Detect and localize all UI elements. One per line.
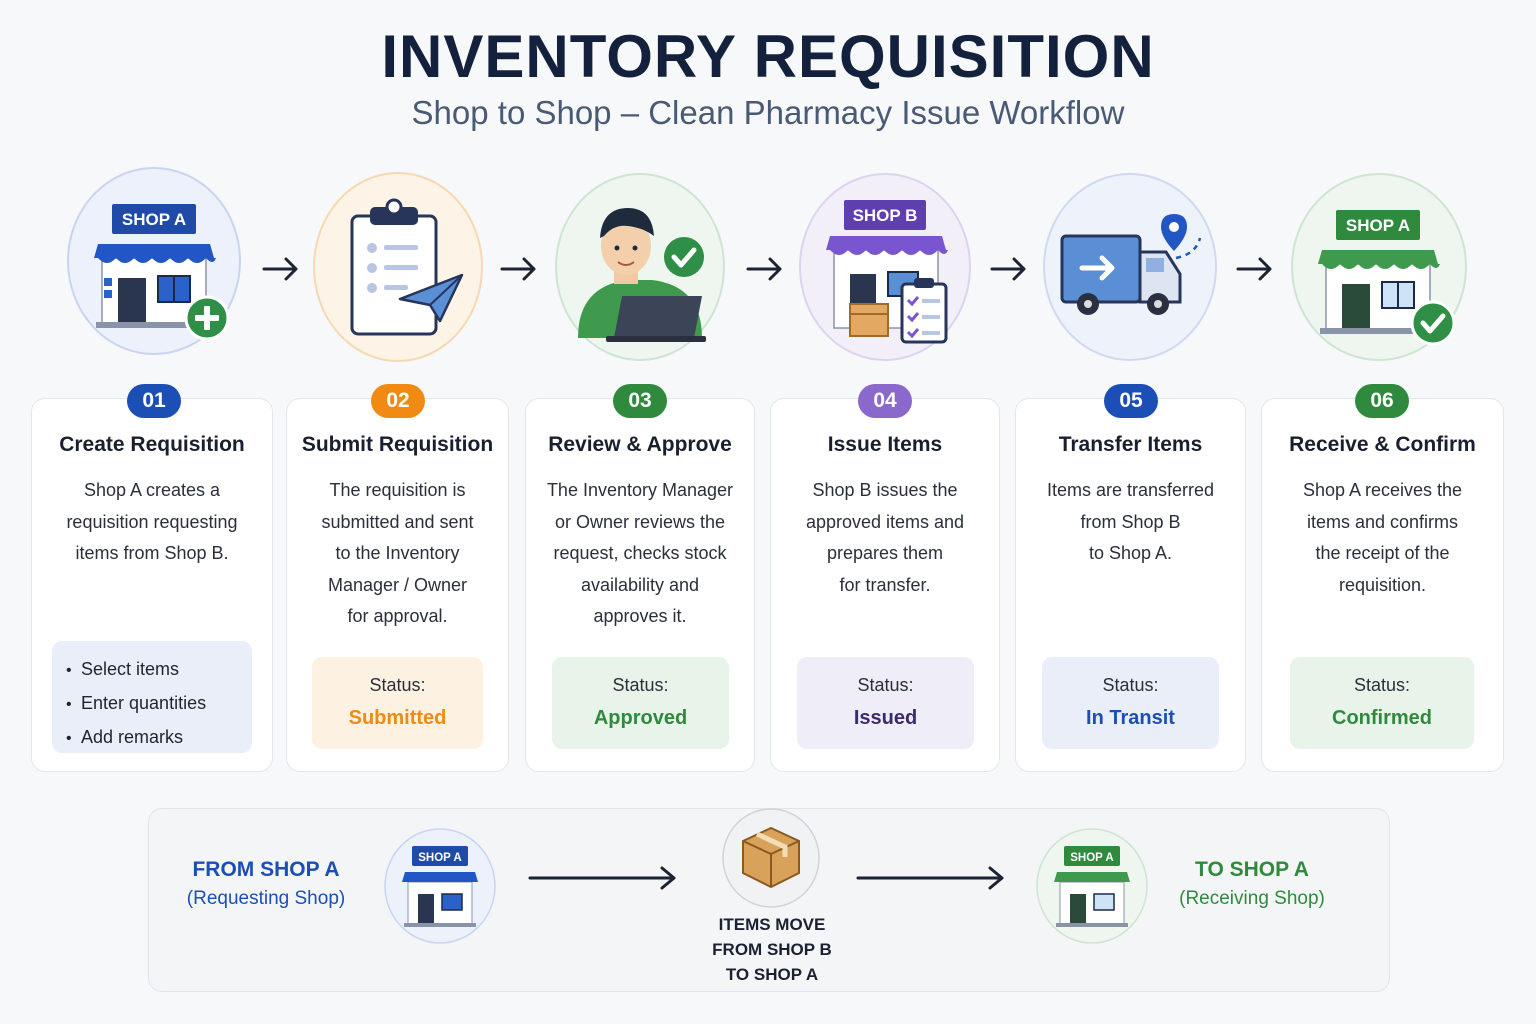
arrow-right-icon xyxy=(990,257,1026,281)
status-badge: Status: In Transit xyxy=(1042,657,1219,749)
shop-confirm-icon: SHOP A xyxy=(1291,173,1467,361)
status-label: Status: xyxy=(369,675,426,695)
step-card-submit-requisition: Submit Requisition The requisition is su… xyxy=(286,398,509,772)
page-subtitle: Shop to Shop – Clean Pharmacy Issue Work… xyxy=(411,94,1125,131)
step-card-transfer-items: Transfer Items Items are transferred fro… xyxy=(1015,398,1246,772)
from-shop-label: FROM SHOP A (Requesting Shop) xyxy=(170,858,362,910)
step-title: Submit Requisition xyxy=(301,433,494,456)
items-move-label: ITEMS MOVE FROM SHOP B TO SHOP A xyxy=(712,915,832,984)
status-badge: Status: Approved xyxy=(552,657,729,749)
step-title: Create Requisition xyxy=(59,433,245,456)
checklist-item: Select items xyxy=(66,653,252,687)
status-value: Submitted xyxy=(348,707,447,729)
step-3-illustration xyxy=(554,172,726,362)
shop-sign-text: SHOP A xyxy=(1346,216,1410,235)
shop-sign-text: SHOP A xyxy=(1070,852,1113,864)
arrow-right-icon xyxy=(262,257,298,281)
step-number-badge: 06 xyxy=(1355,384,1409,418)
arrow-right-icon xyxy=(500,257,536,281)
status-badge: Status: Confirmed xyxy=(1290,657,1474,749)
manager-laptop-icon xyxy=(555,173,725,361)
step-checklist: Select items Enter quantities Add remark… xyxy=(52,641,252,753)
step-title: Review & Approve xyxy=(548,433,732,456)
step-description: Shop A receives the items and confirms t… xyxy=(1302,480,1463,595)
arrow-right-icon xyxy=(856,866,1004,890)
shop-sign-text: SHOP B xyxy=(853,206,918,225)
step-1-illustration: SHOP A xyxy=(66,166,242,356)
step-number-badge: 04 xyxy=(858,384,912,418)
to-shop-label: TO SHOP A (Receiving Shop) xyxy=(1164,858,1340,910)
step-number-badge: 05 xyxy=(1104,384,1158,418)
status-label: Status: xyxy=(1102,675,1159,695)
step-number-badge: 01 xyxy=(127,384,181,418)
checklist-item: Add remarks xyxy=(66,721,252,755)
page-title: INVENTORY REQUISITION xyxy=(381,23,1155,90)
arrow-right-icon xyxy=(746,257,782,281)
status-value: In Transit xyxy=(1086,707,1175,729)
step-title: Receive & Confirm xyxy=(1289,433,1476,456)
to-shop-icon: SHOP A xyxy=(1036,828,1148,944)
to-shop-title: TO SHOP A xyxy=(1195,858,1309,881)
status-value: Issued xyxy=(853,707,918,729)
shop-sign-text: SHOP A xyxy=(418,852,461,864)
step-2-illustration xyxy=(312,171,484,363)
step-card-receive-confirm: Receive & Confirm Shop A receives the it… xyxy=(1261,398,1504,772)
shop-add-icon: SHOP A xyxy=(67,167,241,355)
step-description: The Inventory Manager or Owner reviews t… xyxy=(546,480,734,626)
status-value: Confirmed xyxy=(1332,707,1432,729)
step-card-issue-items: Issue Items Shop B issues the approved i… xyxy=(770,398,1000,772)
step-description: Shop B issues the approved items and pre… xyxy=(805,480,965,595)
step-description: Items are transferred from Shop B to Sho… xyxy=(1046,480,1215,563)
arrow-right-icon xyxy=(1236,257,1272,281)
status-label: Status: xyxy=(857,675,914,695)
step-card-create-requisition: Create Requisition Shop A creates a requ… xyxy=(31,398,273,772)
shop-issue-icon: SHOP B xyxy=(799,173,971,361)
arrow-right-icon xyxy=(528,866,676,890)
step-title: Transfer Items xyxy=(1058,433,1203,456)
step-description: Shop A creates a requisition requesting … xyxy=(66,480,238,563)
from-shop-icon: SHOP A xyxy=(384,828,496,944)
step-number-badge: 03 xyxy=(613,384,667,418)
step-card-review-approve: Review & Approve The Inventory Manager o… xyxy=(525,398,755,772)
step-title: Issue Items xyxy=(827,433,943,456)
from-shop-subtitle: (Requesting Shop) xyxy=(186,888,346,909)
to-shop-subtitle: (Receiving Shop) xyxy=(1179,888,1325,909)
checklist-item: Enter quantities xyxy=(66,687,252,721)
status-label: Status: xyxy=(612,675,669,695)
step-4-illustration: SHOP B xyxy=(798,172,972,362)
from-shop-title: FROM SHOP A xyxy=(192,858,340,881)
step-6-illustration: SHOP A xyxy=(1290,172,1468,362)
shop-sign-text: SHOP A xyxy=(122,210,186,229)
status-value: Approved xyxy=(593,707,688,729)
step-5-illustration xyxy=(1042,172,1218,362)
package-box-icon xyxy=(722,808,820,908)
delivery-truck-icon xyxy=(1043,173,1217,361)
status-label: Status: xyxy=(1353,675,1411,695)
status-badge: Status: Submitted xyxy=(312,657,483,749)
clipboard-send-icon xyxy=(313,172,483,362)
status-badge: Status: Issued xyxy=(797,657,974,749)
step-description: The requisition is submitted and sent to… xyxy=(321,480,474,626)
step-number-badge: 02 xyxy=(371,384,425,418)
